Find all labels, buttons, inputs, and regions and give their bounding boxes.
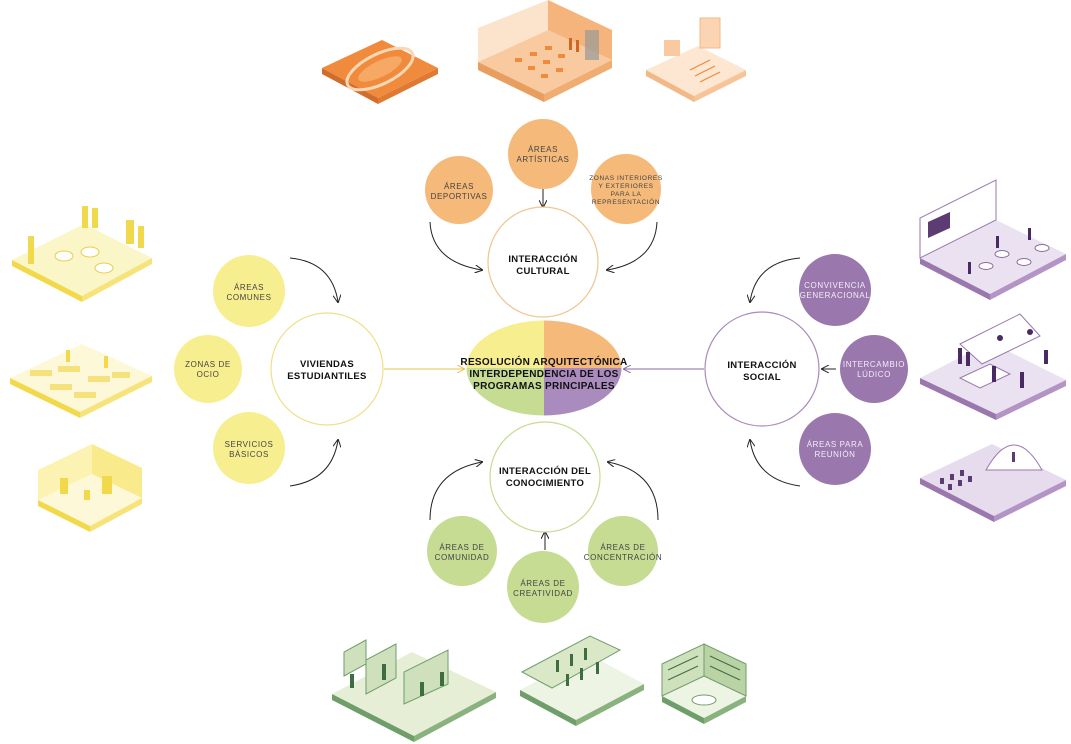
lounge-illustration [10, 344, 152, 418]
node-basicos-line-2: BÁSICOS [229, 450, 269, 459]
office-illustration [332, 639, 496, 742]
node-convivencia-line-2: GENERACIONAL [800, 291, 871, 300]
node-deportivas[interactable]: ÁREAS DEPORTIVAS [425, 156, 493, 224]
node-comunes-line-2: COMUNES [226, 293, 271, 302]
node-representacion-line-2: Y EXTERIORES [598, 183, 653, 190]
hub-social-line-1: INTERACCIÓN [727, 359, 796, 371]
library-illustration [520, 635, 644, 726]
node-concentracion[interactable]: ÁREAS DE CONCENTRACIÓN [584, 516, 662, 586]
node-representacion[interactable]: ZONAS INTERIORES Y EXTERIORES PARA LA RE… [589, 154, 663, 224]
hub-vivienda[interactable]: VIVIENDAS ESTUDIANTILES [270, 312, 384, 426]
node-convivencia-line-1: CONVIVENCIA [804, 281, 866, 290]
node-deportivas-line-2: DEPORTIVAS [431, 192, 488, 201]
node-creatividad[interactable]: ÁREAS DE CREATIVIDAD [507, 551, 579, 623]
node-ludico-line-2: LÚDICO [857, 370, 891, 379]
hub-conocimiento-line-1: INTERACCIÓN DEL [499, 465, 591, 477]
node-deportivas-line-1: ÁREAS [444, 182, 474, 191]
hub-cultural-line-2: CULTURAL [516, 266, 569, 277]
hub-social[interactable]: INTERACCIÓN SOCIAL [704, 311, 820, 427]
node-concentracion-line-1: ÁREAS DE [600, 543, 645, 552]
core-line-1: RESOLUCIÓN ARQUITECTÓNICA [460, 355, 627, 368]
game-illustration [920, 313, 1066, 420]
node-creatividad-line-1: ÁREAS DE [520, 579, 565, 588]
node-comunidad-line-2: COMUNIDAD [435, 553, 490, 562]
stadium-illustration [322, 40, 438, 104]
stage-illustration [646, 17, 746, 102]
node-representacion-line-4: REPRESENTACIÓN [592, 197, 660, 206]
hub-vivienda-line-1: VIVIENDAS [300, 359, 354, 370]
node-ocio-line-1: ZONAS DE [185, 360, 231, 369]
housing-illustration [12, 206, 152, 302]
hub-social-line-2: SOCIAL [743, 372, 781, 383]
node-comunes[interactable]: ÁREAS COMUNES [213, 255, 285, 327]
connectors [289, 189, 836, 550]
node-reunion[interactable]: ÁREAS PARA REUNIÓN [799, 413, 871, 485]
node-creatividad-line-2: CREATIVIDAD [513, 589, 573, 598]
hub-cultural[interactable]: INTERACCIÓN CULTURAL [487, 206, 599, 318]
node-reunion-line-1: ÁREAS PARA [807, 440, 864, 449]
hub-conocimiento-line-2: CONOCIMIENTO [506, 478, 584, 489]
classroom-illustration [478, 0, 612, 102]
hub-cultural-line-1: INTERACCIÓN [508, 253, 577, 265]
node-reunion-line-2: REUNIÓN [814, 450, 855, 459]
node-ludico-line-1: INTERCAMBIO [843, 360, 905, 369]
node-ocio[interactable]: ZONAS DE OCIO [174, 335, 242, 403]
node-artisticas-line-2: ARTÍSTICAS [517, 155, 570, 164]
node-artisticas-line-1: ÁREAS [528, 145, 558, 154]
study-illustration [661, 643, 747, 724]
node-concentracion-line-2: CONCENTRACIÓN [584, 553, 662, 562]
dome-illustration [920, 444, 1066, 522]
hub-vivienda-line-2: ESTUDIANTILES [287, 371, 366, 382]
node-convivencia[interactable]: CONVIVENCIA GENERACIONAL [799, 254, 871, 326]
core-node[interactable]: RESOLUCIÓN ARQUITECTÓNICA INTERDEPENDENC… [460, 319, 627, 417]
node-artisticas[interactable]: ÁREAS ARTÍSTICAS [508, 119, 578, 189]
node-ocio-line-2: OCIO [197, 370, 220, 379]
hub-conocimiento[interactable]: INTERACCIÓN DEL CONOCIMIENTO [489, 421, 601, 533]
node-comunidad-line-1: ÁREAS DE [439, 543, 484, 552]
node-representacion-line-1: ZONAS INTERIORES [589, 175, 663, 182]
node-comunidad[interactable]: ÁREAS DE COMUNIDAD [427, 516, 497, 586]
node-representacion-line-3: PARA LA [611, 191, 642, 198]
room-illustration [38, 444, 142, 532]
node-ludico[interactable]: INTERCAMBIO LÚDICO [840, 335, 908, 403]
cafe-illustration [919, 179, 1066, 300]
core-line-2: INTERDEPENDENCIA DE LOS [469, 369, 618, 380]
node-basicos-line-1: SERVICIOS [225, 440, 274, 449]
core-line-3: PROGRAMAS PRINCIPALES [473, 381, 615, 392]
node-basicos[interactable]: SERVICIOS BÁSICOS [213, 412, 285, 484]
node-comunes-line-1: ÁREAS [234, 283, 264, 292]
